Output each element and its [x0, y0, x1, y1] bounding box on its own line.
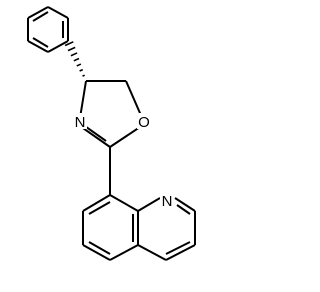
hash-stripe	[73, 57, 80, 62]
hash-stripe	[70, 52, 78, 57]
hash-stripe	[79, 68, 84, 72]
chemical-structure: N O N	[27, 6, 196, 261]
atom-label-n-oxazoline: N	[73, 113, 87, 131]
oxazoline-ring	[79, 80, 144, 148]
hash-stripe	[82, 74, 85, 77]
hash-stripe	[64, 41, 74, 47]
svg-text:N: N	[162, 193, 173, 210]
hash-stripe	[67, 46, 76, 52]
atom-label-n-quinoline: N	[160, 192, 174, 210]
phenyl-ring	[27, 6, 69, 53]
stereo-hashed-bond	[64, 41, 85, 77]
atom-label-o-oxazoline: O	[137, 113, 151, 131]
svg-text:N: N	[75, 114, 86, 131]
hash-stripe	[76, 63, 82, 67]
svg-text:O: O	[138, 114, 150, 131]
quinoline-ring	[82, 194, 196, 261]
